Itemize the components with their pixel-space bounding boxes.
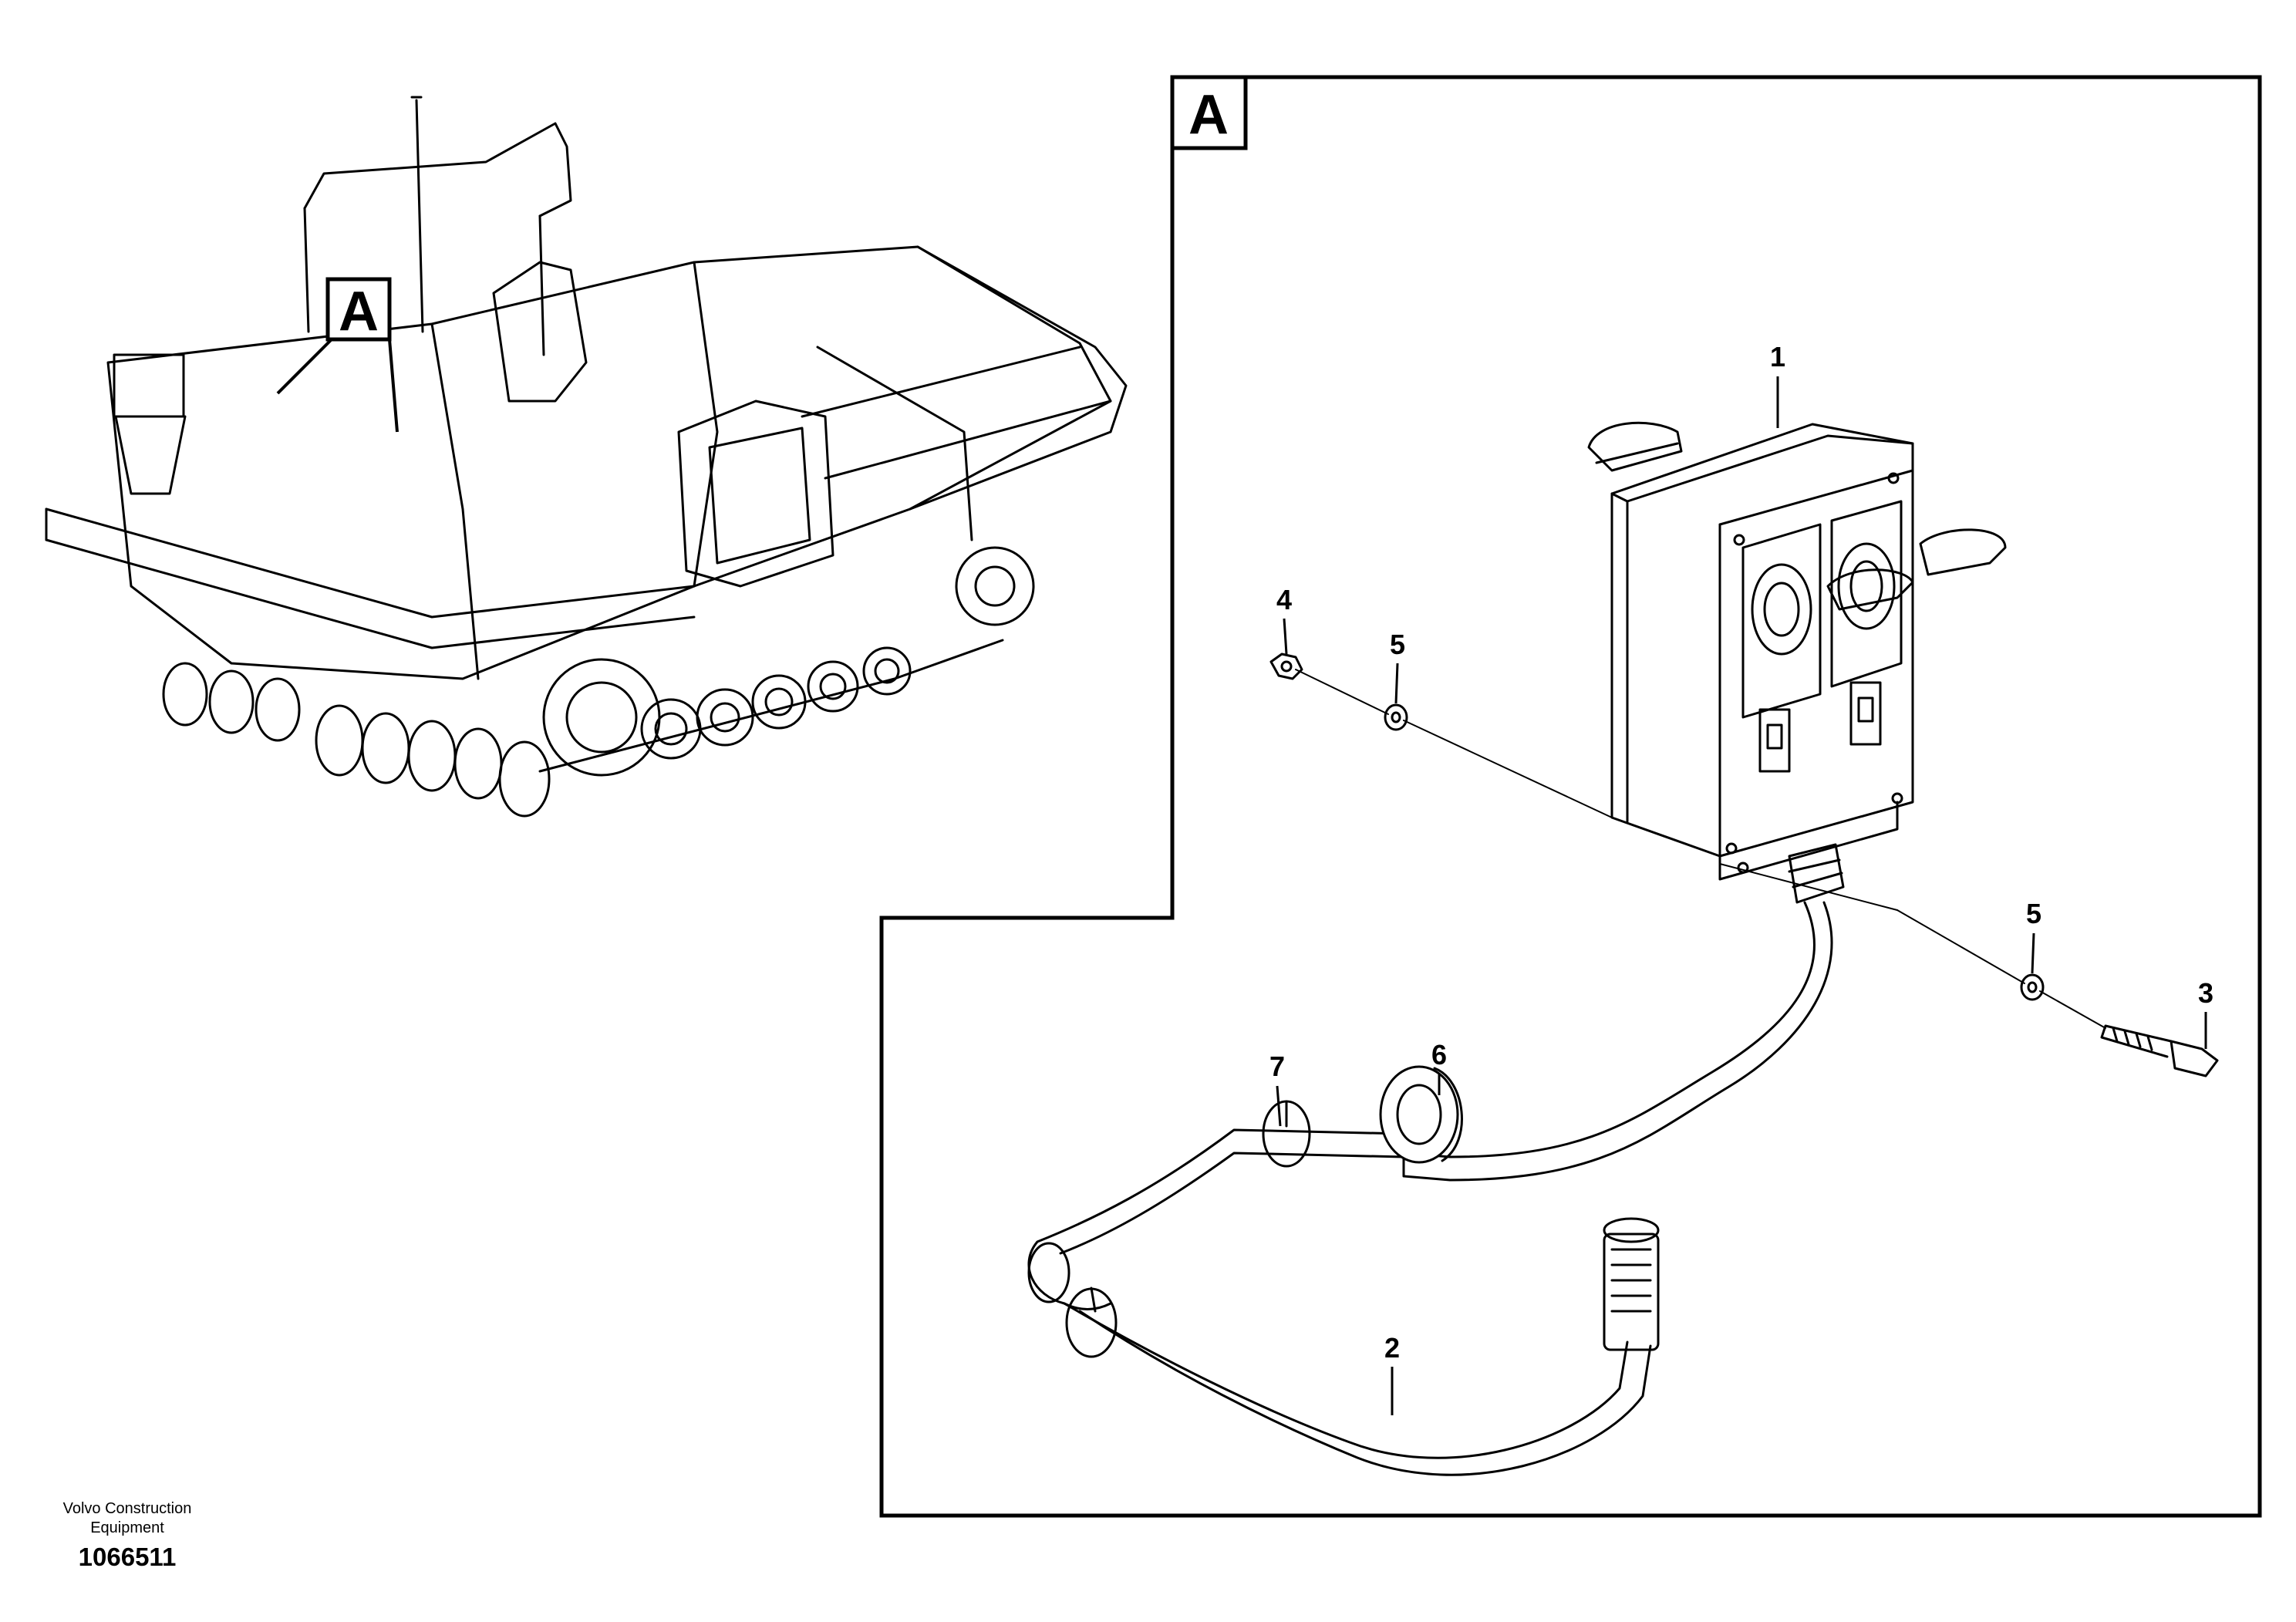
callout-3: 3 <box>2198 977 2213 1049</box>
footer: Volvo Construction Equipment 1066511 <box>31 1499 224 1572</box>
cable-clamp-upper <box>1262 1100 1311 1168</box>
callout-2-label: 2 <box>1384 1332 1400 1364</box>
callout-5-lower-label: 5 <box>2026 898 2041 929</box>
callout-7: 7 <box>1269 1050 1285 1127</box>
detail-view-label-box: A <box>1170 75 1248 150</box>
overview-marker-label: A <box>339 281 379 342</box>
assembly-axis-line <box>1295 669 2106 1029</box>
nut <box>1269 653 1303 680</box>
callout-5-upper: 5 <box>1390 629 1405 704</box>
callout-5-upper-label: 5 <box>1390 629 1405 660</box>
callout-1-label: 1 <box>1770 341 1785 373</box>
brand-line-1: Volvo Construction <box>62 1500 192 1517</box>
cable-harness <box>1027 901 1833 1476</box>
callout-3-label: 3 <box>2198 977 2213 1009</box>
callouts: 1 2 3 4 5 5 6 7 <box>1269 341 2213 1415</box>
document-number: 1066511 <box>78 1543 177 1571</box>
brand-line-2: Equipment <box>90 1519 164 1536</box>
grommet <box>1379 1065 1463 1164</box>
socket-box <box>1587 421 2007 904</box>
washer-upper <box>1384 703 1408 731</box>
callout-4: 4 <box>1276 584 1292 655</box>
overview-detail-marker: A <box>276 277 399 433</box>
cable-clamp-lower <box>1065 1286 1118 1358</box>
cable-clamp-end <box>1027 1242 1070 1303</box>
callout-1: 1 <box>1770 341 1785 428</box>
callout-7-label: 7 <box>1269 1050 1285 1082</box>
callout-4-label: 4 <box>1276 584 1292 615</box>
washer-lower <box>2020 973 2045 1001</box>
detail-view-label: A <box>1188 84 1229 146</box>
callout-6-label: 6 <box>1431 1039 1447 1071</box>
detail-view-frame <box>879 75 2262 1518</box>
bolt <box>2100 1024 2219 1077</box>
callout-6: 6 <box>1431 1039 1447 1095</box>
callout-5-lower: 5 <box>2026 898 2041 974</box>
paver-overview-illustration <box>45 96 1128 818</box>
callout-2: 2 <box>1384 1332 1400 1415</box>
